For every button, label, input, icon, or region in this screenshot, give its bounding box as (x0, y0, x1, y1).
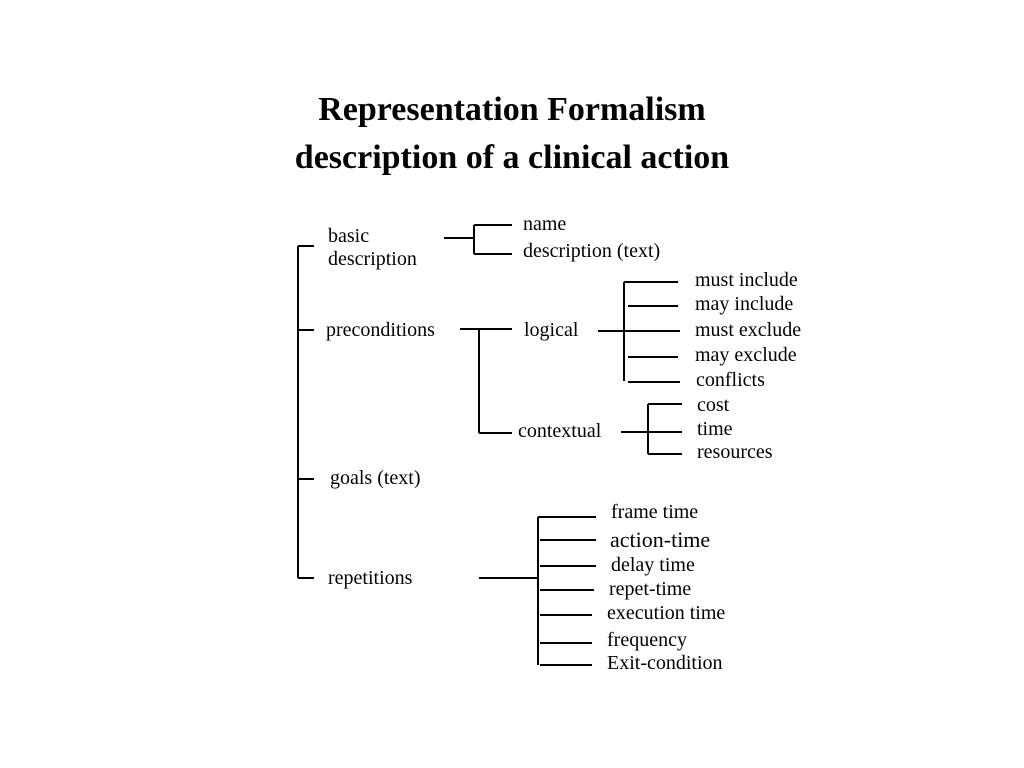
leaf-action-time: action-time (610, 527, 711, 552)
title-line-1: Representation Formalism (318, 91, 706, 128)
leaf-name: name (523, 213, 567, 235)
node-goals: goals (text) (330, 467, 421, 489)
leaf-time: time (697, 418, 733, 440)
leaf-frame-time: frame time (611, 501, 699, 523)
node-preconditions: preconditions (326, 319, 435, 341)
node-basic-description: basic description (328, 225, 417, 271)
leaf-repet-time: repet-time (609, 578, 692, 600)
leaf-must-exclude: must exclude (695, 319, 802, 341)
node-repetitions: repetitions (328, 567, 413, 589)
leaf-must-include: must include (695, 269, 798, 291)
node-contextual: contextual (518, 420, 602, 442)
leaf-cost: cost (697, 394, 730, 416)
node-logical: logical (524, 319, 579, 341)
title-line-2: description of a clinical action (294, 139, 730, 176)
leaf-exit-condition: Exit-condition (607, 652, 723, 674)
leaf-delay-time: delay time (611, 554, 695, 576)
leaf-conflicts: conflicts (696, 369, 765, 391)
node-basic-description-line-1: basic (328, 225, 370, 247)
leaf-resources: resources (697, 441, 773, 463)
leaf-frequency: frequency (607, 629, 687, 651)
leaf-may-include: may include (695, 293, 794, 315)
leaf-description-text: description (text) (523, 240, 661, 262)
leaf-execution-time: execution time (607, 602, 726, 624)
leaf-may-exclude: may exclude (695, 344, 797, 366)
node-basic-description-line-2: description (328, 248, 417, 270)
